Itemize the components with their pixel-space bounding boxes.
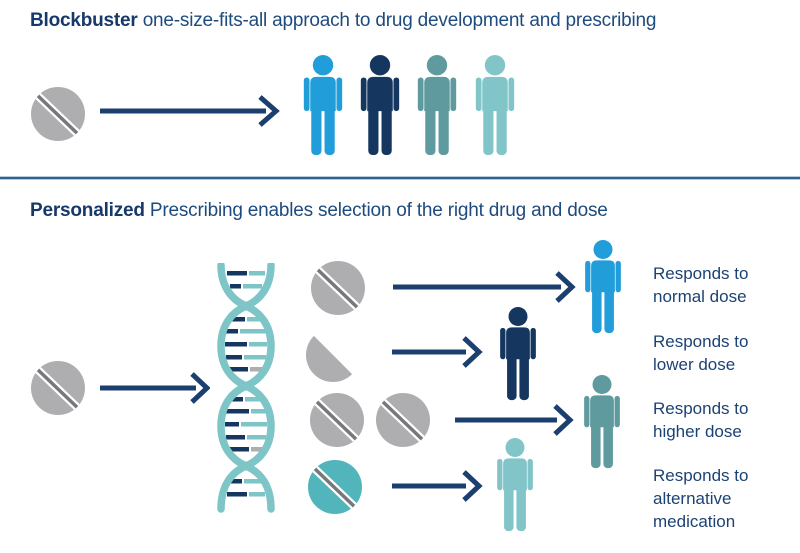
outcome-label-alternative-medication: Responds to alternative medication (653, 466, 749, 531)
dna-rungs-gray (250, 367, 263, 452)
pill-icon (310, 393, 364, 447)
outcome-label-higher-dose: Responds to higher dose (653, 399, 749, 441)
blockbuster-title-rest: one-size-fits-all approach to drug devel… (137, 10, 657, 31)
dna-rungs-teal (240, 271, 267, 497)
outcome-label-normal-dose: Responds to normal dose (653, 264, 749, 306)
dna-rungs-navy (225, 271, 249, 497)
patient-light-blue (303, 55, 343, 155)
half-pill-icon (305, 335, 353, 383)
patient-navy (360, 55, 400, 155)
outcome-patient-normal-dose (585, 240, 621, 334)
blockbuster-title: Blockbuster one-size-fits-all approach t… (30, 9, 656, 32)
blockbuster-title-bold: Blockbuster (30, 10, 138, 31)
section-divider (0, 177, 800, 179)
arrow-right-icon (392, 336, 483, 368)
person-icon (497, 438, 533, 532)
outcome-patient-higher-dose (584, 375, 620, 469)
dna-helix-icon (217, 263, 275, 513)
person-icon (500, 307, 536, 401)
outcome-label-lower-dose: Responds to lower dose (653, 332, 749, 374)
personalized-title: Personalized Prescribing enables selecti… (30, 199, 608, 222)
outcome-patient-lower-dose (500, 307, 536, 401)
pill-icon (311, 261, 365, 315)
patient-teal (417, 55, 457, 155)
outcome-patient-alternative (497, 438, 533, 532)
person-icon (360, 55, 400, 155)
arrow-right-icon (392, 470, 483, 502)
person-icon (475, 55, 515, 155)
arrow-right-icon (100, 95, 280, 127)
patient-light-teal (475, 55, 515, 155)
personalized-title-bold: Personalized (30, 200, 145, 221)
arrow-right-icon (100, 372, 210, 404)
personalized-title-rest: Prescribing enables selection of the rig… (144, 200, 608, 221)
arrow-right-icon (455, 404, 574, 436)
pill-icon (31, 87, 85, 141)
person-icon (417, 55, 457, 155)
arrow-right-icon (393, 271, 576, 303)
person-icon (584, 375, 620, 469)
pill-icon (31, 361, 85, 415)
person-icon (585, 240, 621, 334)
pill-icon-teal (308, 460, 362, 514)
pill-icon (376, 393, 430, 447)
person-icon (303, 55, 343, 155)
